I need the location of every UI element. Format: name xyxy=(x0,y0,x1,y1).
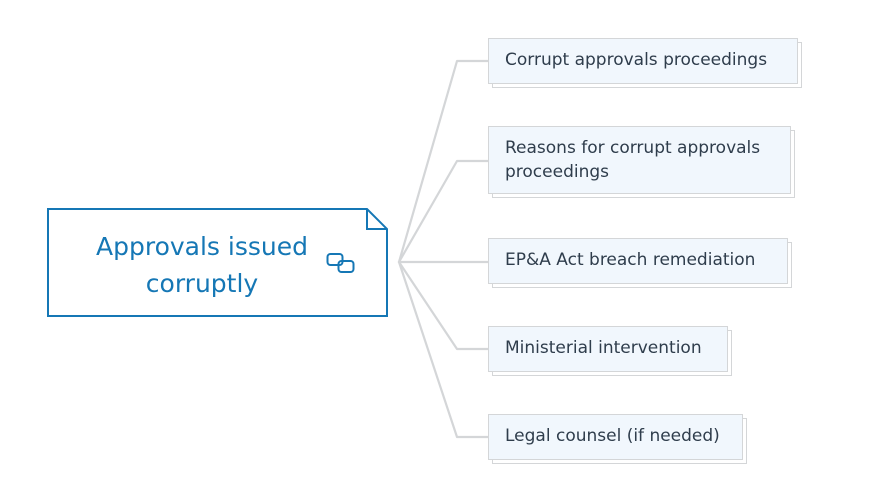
child-topic-2[interactable]: Reasons for corrupt approvals proceeding… xyxy=(488,126,795,198)
child-topic-1[interactable]: Corrupt approvals proceedings xyxy=(488,38,802,88)
child-topic-label: Reasons for corrupt approvals proceeding… xyxy=(505,138,761,182)
child-topic-box xyxy=(488,414,743,460)
child-topic-box xyxy=(488,326,728,372)
connector-2 xyxy=(397,159,490,264)
child-topic-label: Corrupt approvals proceedings xyxy=(505,50,768,70)
child-topic-5[interactable]: Legal counsel (if needed) xyxy=(488,414,747,464)
connector-5 xyxy=(397,260,490,439)
child-topic-label: Ministerial intervention xyxy=(505,338,702,358)
child-topic-4[interactable]: Ministerial intervention xyxy=(488,326,732,376)
child-topic-box xyxy=(488,38,798,84)
connector-1 xyxy=(397,59,490,264)
child-topic-label: Legal counsel (if needed) xyxy=(505,426,720,446)
connector-4 xyxy=(397,260,490,351)
child-topic-box xyxy=(488,126,791,194)
child-topic-3[interactable]: EP&A Act breach remediation xyxy=(488,238,792,288)
folded-corner-icon xyxy=(366,209,387,230)
child-topic-box xyxy=(488,238,788,284)
link-icon[interactable] xyxy=(326,252,356,274)
child-topic-label: EP&A Act breach remediation xyxy=(505,250,756,270)
root-topic-frame xyxy=(47,208,388,317)
root-topic[interactable]: Approvals issued corruptly xyxy=(47,208,388,317)
root-topic-title: Approvals issued corruptly xyxy=(96,232,308,298)
